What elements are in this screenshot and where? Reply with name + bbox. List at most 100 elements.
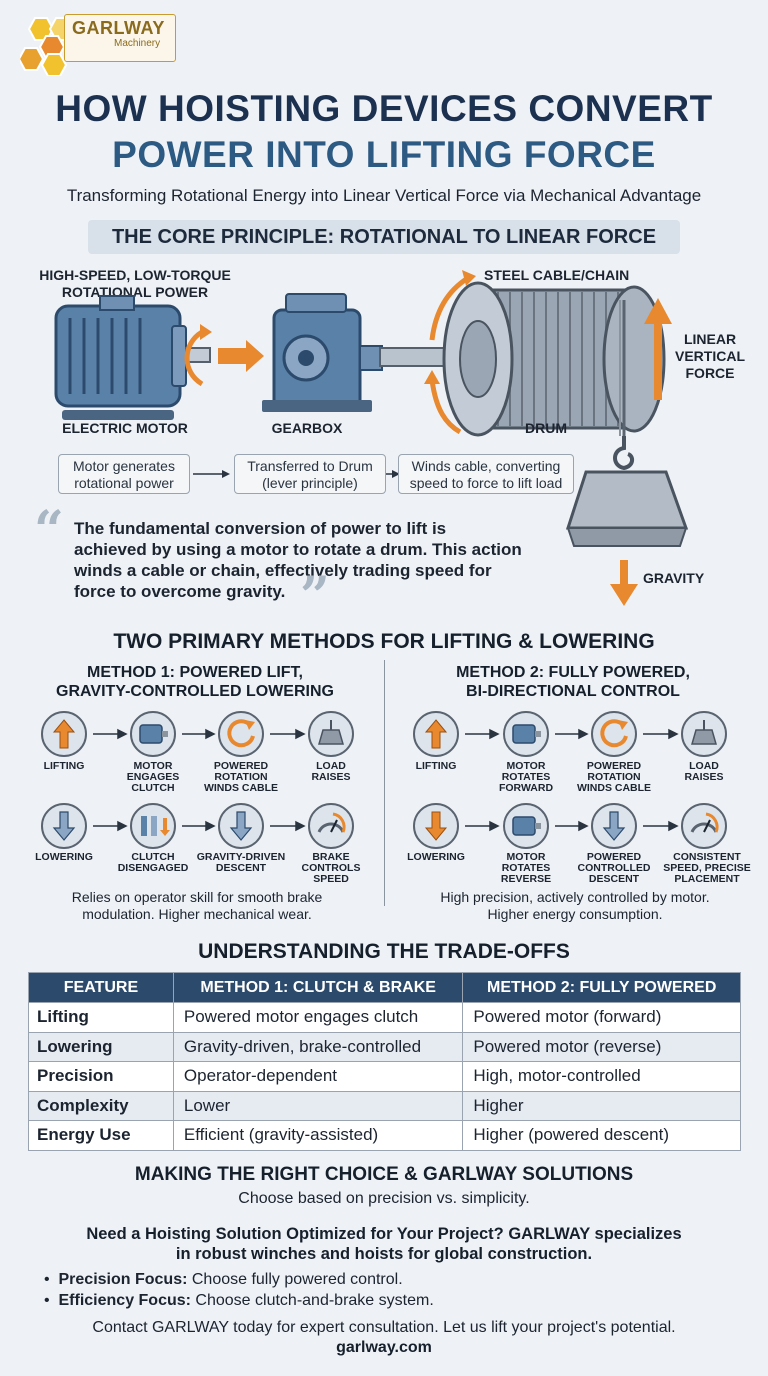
m1-motor-icon xyxy=(130,711,176,757)
bullet-efficiency-label: Efficiency Focus: xyxy=(58,1292,191,1309)
method1-title-line2: GRAVITY-CONTROLLED LOWERING xyxy=(56,683,334,700)
m1-step-lifting: LIFTING xyxy=(43,760,85,772)
m2-load-icon xyxy=(681,711,727,757)
linear-line2: VERTICAL xyxy=(675,348,745,364)
quote-close-icon: ” xyxy=(300,566,330,627)
table-cell: Energy Use xyxy=(28,1120,174,1151)
m2-step-lifting: LIFTING xyxy=(415,760,457,772)
hook-icon xyxy=(613,436,635,471)
logo-frame xyxy=(64,14,176,62)
up-arrow-icon xyxy=(644,298,672,400)
header-feature: FEATURE xyxy=(28,972,174,1003)
method1-note: Relies on operator skill for smooth brak… xyxy=(71,889,323,922)
power-label-line1: HIGH-SPEED, LOW-TORQUE xyxy=(39,267,231,283)
bullet-precision-label: Precision Focus: xyxy=(58,1271,188,1288)
table-cell: Higher (powered descent) xyxy=(462,1120,741,1151)
step-arrows xyxy=(93,728,679,832)
table-cell: Lowering xyxy=(28,1031,174,1062)
gravity-label: GRAVITY xyxy=(643,570,705,586)
m1-step-lowering: LOWERING xyxy=(35,851,93,863)
bullet-precision: • Precision Focus: Choose fully powered … xyxy=(44,1271,403,1288)
drum-icon xyxy=(442,281,666,437)
table-cell: Lower xyxy=(172,1090,464,1121)
brand-sub: Machinery xyxy=(114,38,161,49)
drum-note-line2: speed to force to lift load xyxy=(409,475,563,491)
component-drum: DRUM xyxy=(525,420,567,436)
garlway-logo-icon xyxy=(20,17,76,76)
m2-controlled-descent-icon xyxy=(591,803,637,849)
page-title-line2: POWER INTO LIFTING FORCE xyxy=(112,134,656,175)
table-cell: Powered motor engages clutch xyxy=(172,1002,464,1033)
m2-motor-icon xyxy=(503,711,549,757)
motor-note-line2: rotational power xyxy=(74,475,174,491)
quote-line1: The fundamental conversion of power to l… xyxy=(74,519,447,538)
method1-title: METHOD 1: POWERED LIFT, GRAVITY-CONTROLL… xyxy=(10,663,380,701)
gearbox-note: Transferred to Drum (lever principle) xyxy=(234,454,386,494)
website-link[interactable]: garlway.com xyxy=(336,1339,432,1356)
motor-note: Motor generates rotational power xyxy=(58,454,190,494)
component-electric-motor: ELECTRIC MOTOR xyxy=(62,420,188,436)
bullet-precision-text: Choose fully powered control. xyxy=(187,1271,403,1288)
tradeoffs-section-title: UNDERSTANDING THE TRADE-OFFS xyxy=(198,940,570,963)
table-cell: Precision xyxy=(28,1061,174,1092)
table-row: Precision Operator-dependent High, motor… xyxy=(28,1061,741,1092)
drum-rotation-arrow-icon xyxy=(429,275,470,341)
m1-gravity-descent-icon xyxy=(218,803,264,849)
table-header-row: FEATURE METHOD 1: CLUTCH & BRAKE METHOD … xyxy=(28,972,741,1003)
core-principle-banner: THE CORE PRINCIPLE: ROTATIONAL TO LINEAR… xyxy=(88,220,680,254)
quote-line2: achieved by using a motor to rotate a dr… xyxy=(74,540,522,559)
table-cell: Efficient (gravity-assisted) xyxy=(172,1120,464,1151)
quote-line3: winds a cable or chain, effectively trad… xyxy=(74,561,492,580)
m2-step-lowering: LOWERING xyxy=(407,851,465,863)
component-gearbox: GEARBOX xyxy=(271,420,343,436)
contact-line: Contact GARLWAY today for expert consult… xyxy=(92,1319,676,1336)
table-cell: Powered motor (reverse) xyxy=(462,1031,741,1062)
table-cell: Lifting xyxy=(28,1002,174,1033)
table-cell: Powered motor (forward) xyxy=(462,1002,741,1033)
power-label: HIGH-SPEED, LOW-TORQUE ROTATIONAL POWER xyxy=(20,267,250,301)
methods-divider xyxy=(384,660,385,906)
motor-rotation-arrow-icon xyxy=(184,329,204,387)
bullet-efficiency-text: Choose clutch-and-brake system. xyxy=(190,1292,434,1309)
methods-section-title: TWO PRIMARY METHODS FOR LIFTING & LOWERI… xyxy=(113,630,655,653)
table-cell: Operator-dependent xyxy=(172,1061,464,1092)
m1-clutch-icon xyxy=(130,803,176,849)
page-subtitle: Transforming Rotational Energy into Line… xyxy=(66,186,702,205)
linear-line3: FORCE xyxy=(685,365,735,381)
table-cell: Gravity-driven, brake-controlled xyxy=(172,1031,464,1062)
table-row: Energy Use Efficient (gravity-assisted) … xyxy=(28,1120,741,1151)
m1-lower-icon xyxy=(41,803,87,849)
m1-lift-icon xyxy=(41,711,87,757)
method2-title-line1: METHOD 2: FULLY POWERED, xyxy=(456,664,690,681)
m2-lift-icon xyxy=(413,711,459,757)
m2-rotation-icon xyxy=(591,711,637,757)
arrow-right-icon xyxy=(218,340,264,372)
method2-title: METHOD 2: FULLY POWERED, BI-DIRECTIONAL … xyxy=(388,663,758,701)
load-block-icon xyxy=(565,470,689,547)
linear-line1: LINEAR xyxy=(683,331,737,347)
table-row: Lifting Powered motor engages clutch Pow… xyxy=(28,1002,741,1033)
table-row: Complexity Lower Higher xyxy=(28,1090,741,1121)
electric-motor-icon xyxy=(54,295,211,420)
down-arrow-icon xyxy=(610,560,638,606)
cta-line1: Need a Hoisting Solution Optimized for Y… xyxy=(86,1225,682,1243)
header-method2: METHOD 2: FULLY POWERED xyxy=(462,972,741,1003)
m2-lower-icon xyxy=(413,803,459,849)
power-label-line2: ROTATIONAL POWER xyxy=(61,284,209,300)
linear-force-label: LINEAR VERTICAL FORCE xyxy=(672,331,748,382)
drum-note-line1: Winds cable, converting xyxy=(411,458,561,474)
quote-open-icon: “ xyxy=(34,500,64,561)
gearbox-icon xyxy=(262,293,383,412)
quote-line4: force to overcome gravity. xyxy=(74,582,286,601)
cta-line2: in robust winches and hoists for global … xyxy=(175,1245,593,1263)
